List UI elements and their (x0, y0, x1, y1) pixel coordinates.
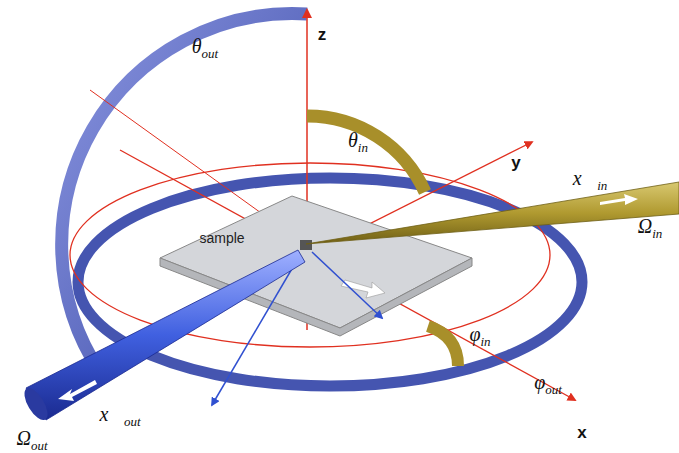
axis-label: x (577, 424, 586, 441)
symbol-label: θout (192, 36, 218, 56)
beam-spot (300, 240, 312, 250)
direction-arrow (341, 280, 385, 298)
theta-in-arc (307, 116, 425, 192)
axis-label: y (511, 154, 520, 171)
beam-arrow (58, 380, 97, 401)
outgoing-beam (26, 250, 305, 420)
reference-circle (70, 163, 550, 347)
phi-in-arc (428, 326, 458, 366)
vector-arrow (312, 252, 382, 318)
symbol-label: θin (348, 130, 368, 150)
incoming-beam (306, 182, 679, 244)
symbol-label: x⃗out (99, 404, 140, 424)
axis-label: z (318, 26, 327, 43)
node-text: sample (195, 228, 248, 248)
beam-end (20, 384, 52, 423)
symbol-label: Ωout (16, 428, 47, 448)
beam-arrow (600, 194, 638, 205)
symbol-label: x⃗in (573, 168, 608, 188)
x-axis (120, 150, 575, 400)
symbol-label: φin (469, 324, 490, 344)
symbol-label: Ωin (638, 216, 663, 236)
sample-label-box: sample (195, 228, 248, 248)
symbol-label: φout (534, 372, 562, 392)
